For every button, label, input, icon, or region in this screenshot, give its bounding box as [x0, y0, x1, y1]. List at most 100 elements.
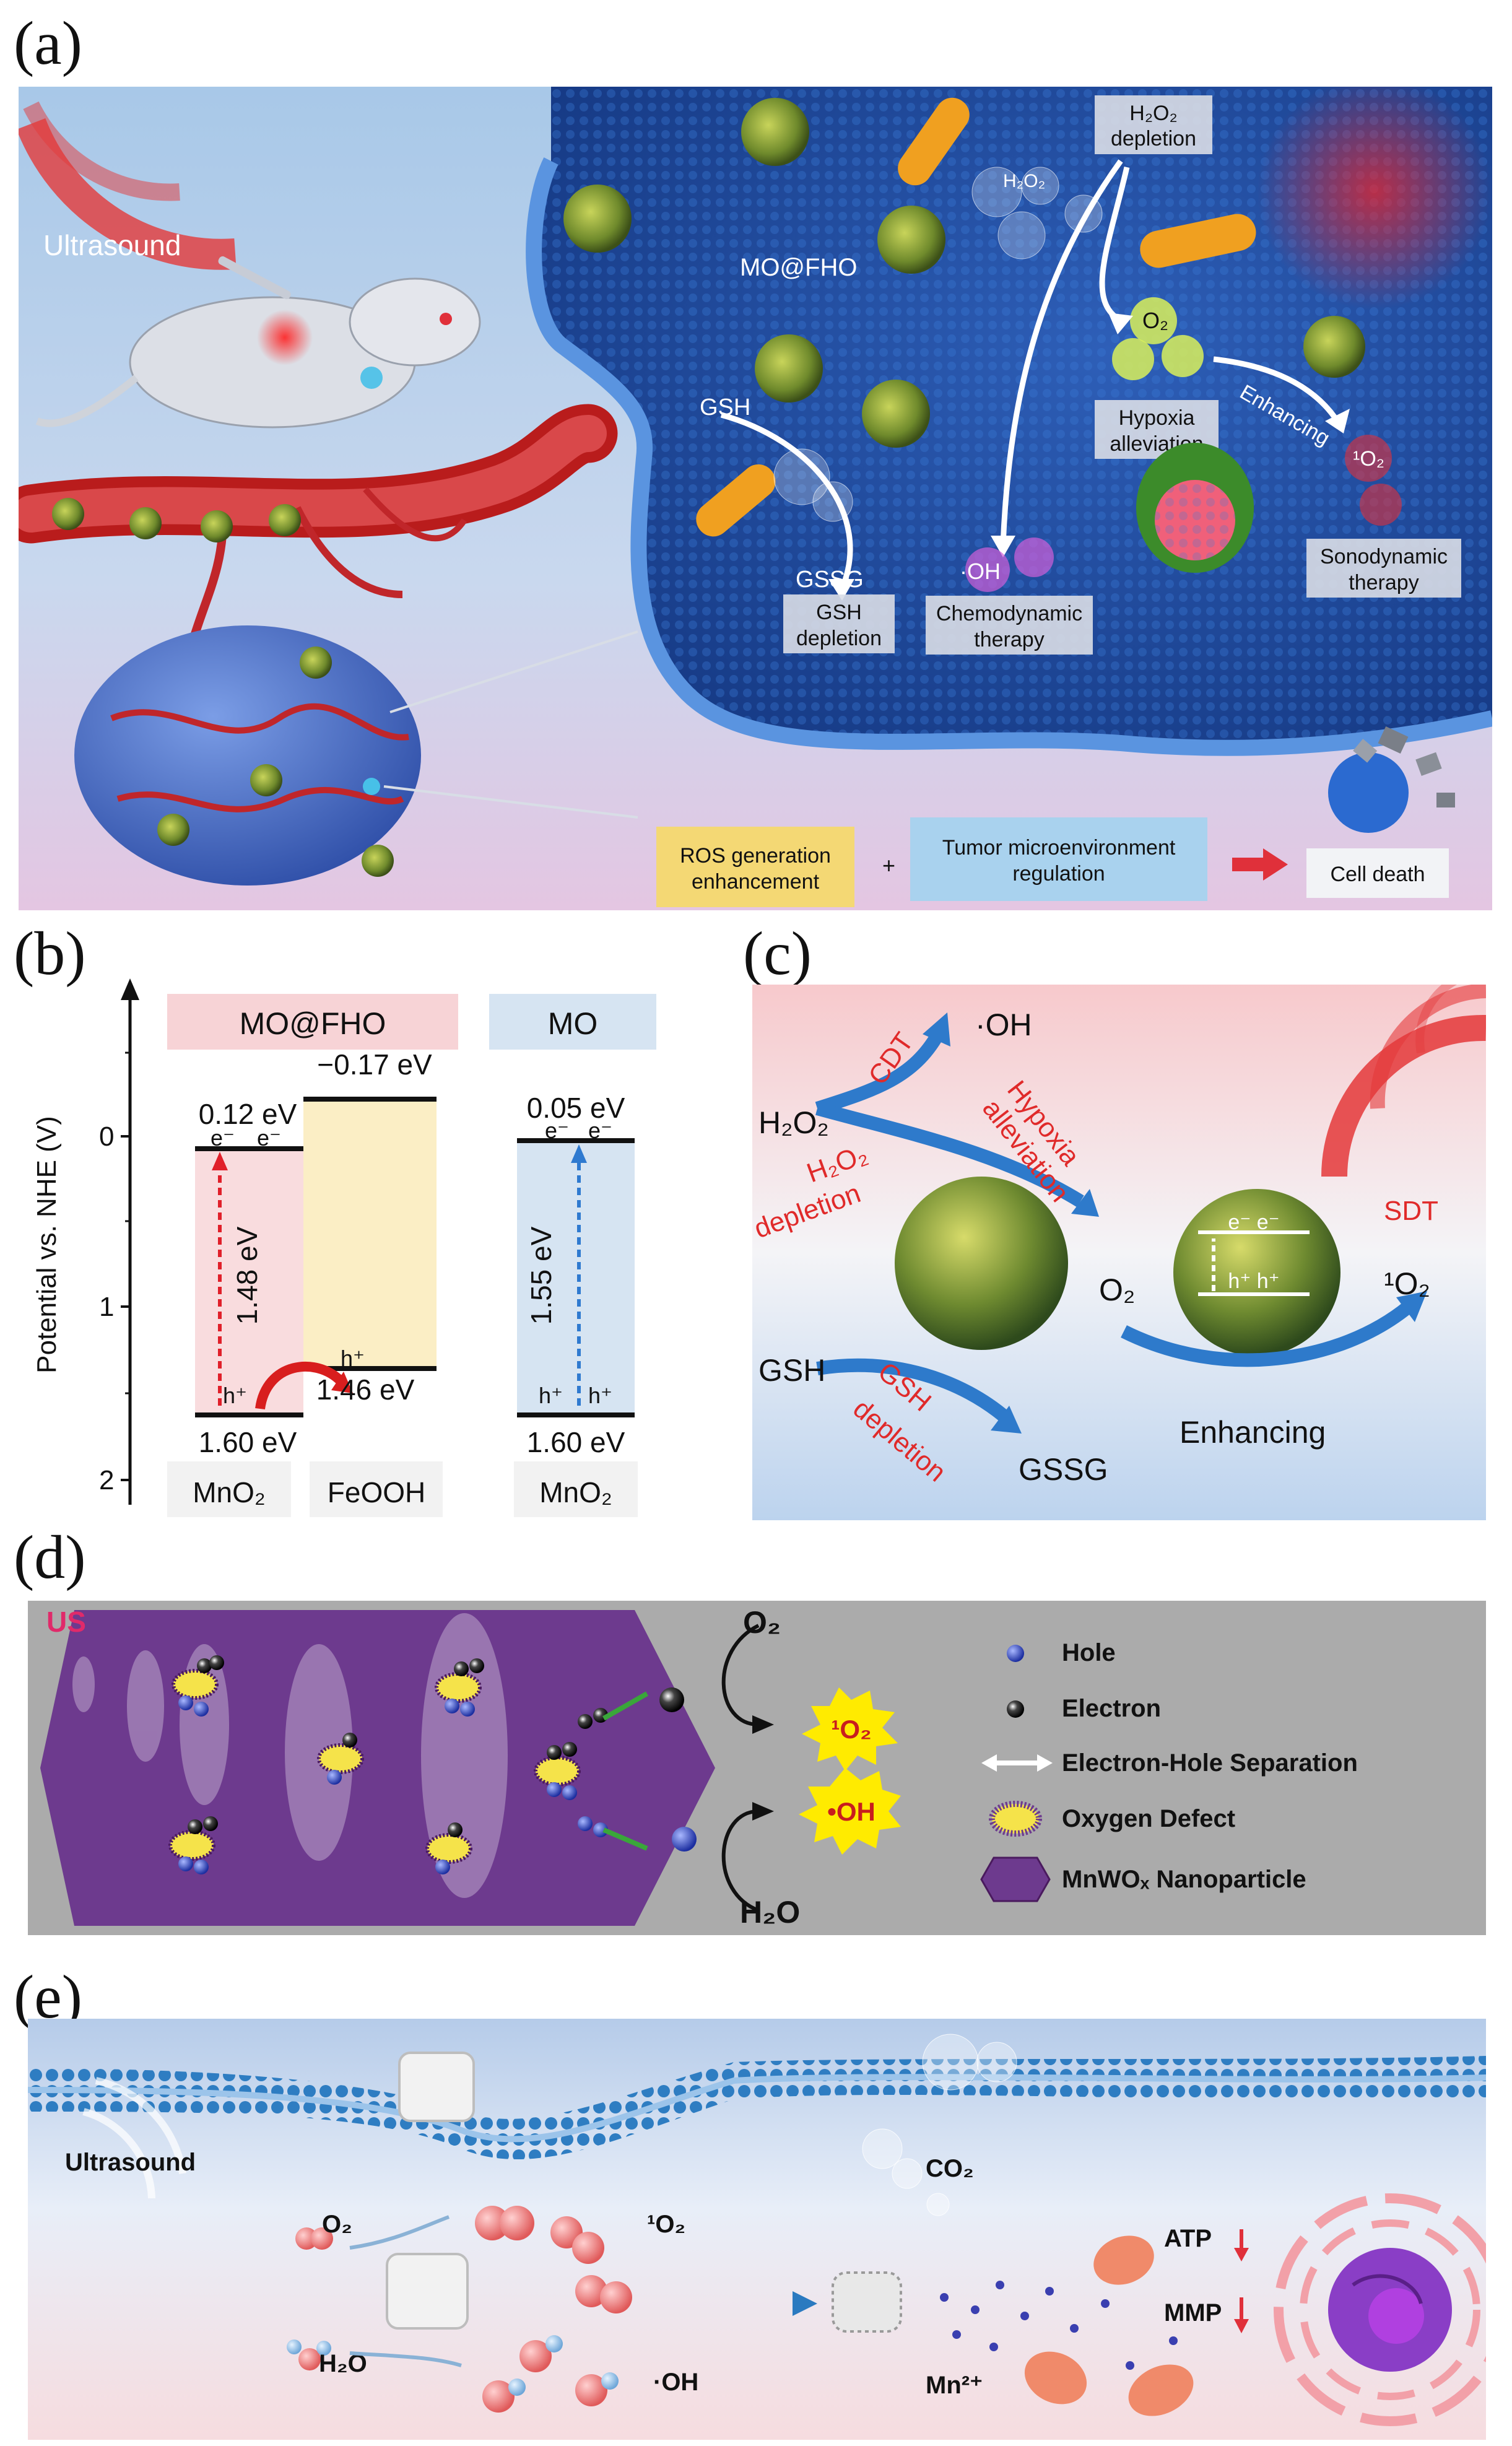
- gssg-label: GSSG: [796, 567, 864, 593]
- material-mno2-1: MnO₂: [193, 1476, 266, 1508]
- panel-label-b: (b): [14, 919, 86, 988]
- panel-c: e⁻ e⁻ h⁺ h⁺ ·OH H₂O₂ CDT Hypoxia allevia…: [752, 985, 1486, 1520]
- o2-spheres: [1112, 297, 1204, 380]
- us-label: US: [46, 1606, 86, 1638]
- singlet-o2-spheres: [1345, 435, 1402, 526]
- e-o2-molecule: [295, 2227, 333, 2250]
- hydroxyl-spheres: [965, 538, 1054, 592]
- np-electrons: e⁻ e⁻: [1228, 1211, 1279, 1234]
- electron-mofho-2: e⁻: [257, 1125, 281, 1151]
- np-holes: h⁺ h⁺: [1228, 1269, 1279, 1293]
- panel-label-a: (a): [14, 9, 82, 77]
- singlet-o2-label: ¹O₂: [1384, 1266, 1430, 1301]
- legend-hole-icon: [1007, 1645, 1024, 1662]
- d-h2o-label: H₂O: [740, 1895, 800, 1930]
- protein-nanoparticle: [1136, 443, 1254, 573]
- mno2-vb-value: 1.60 eV: [199, 1426, 297, 1458]
- e-atp-label: ATP: [1164, 2225, 1212, 2252]
- panel-label-e: (e): [14, 1962, 82, 2031]
- gsh-label: GSH: [700, 394, 750, 420]
- e-dying-cell: [1274, 2193, 1486, 2426]
- e-down-arrows: [1234, 2229, 1249, 2333]
- feooh-cb-value: −0.17 eV: [317, 1048, 432, 1081]
- panel-d: US O₂ H₂O ¹O₂ •OH Hol: [28, 1601, 1486, 1935]
- ultrasound-waves: [19, 101, 237, 270]
- oh-label: ·OH: [975, 1008, 1032, 1042]
- legend-electron: Electron: [1062, 1695, 1161, 1722]
- feooh-band-region: [303, 1099, 437, 1369]
- e-mn-label: Mn²⁺: [926, 2372, 983, 2399]
- svg-text:Hypoxia: Hypoxia: [1119, 406, 1195, 430]
- svg-text:Sonodynamic: Sonodynamic: [1320, 545, 1448, 568]
- svg-text:therapy: therapy: [974, 628, 1044, 651]
- singlet-burst: [802, 1687, 898, 1771]
- o2-reaction-curve: [721, 1624, 760, 1726]
- legend-electron-icon: [1007, 1700, 1024, 1718]
- panel-b: 0 1 2 Potential vs. NHE (V) MO@FHO MO 0.…: [19, 966, 718, 1523]
- feooh-vb-value: 1.46 eV: [316, 1373, 415, 1406]
- svg-text:Cell death: Cell death: [1330, 863, 1425, 886]
- cell-nanoparticles: [563, 98, 1365, 448]
- y-tick-0: 0: [99, 1121, 114, 1152]
- mo-vb-value: 1.60 eV: [527, 1426, 625, 1458]
- e-singlet-label: ¹O₂: [647, 2211, 685, 2238]
- svg-text:enhancement: enhancement: [692, 870, 820, 894]
- cube-particle-membrane: [398, 2052, 475, 2122]
- svg-text:Tumor microenvironment: Tumor microenvironment: [942, 836, 1176, 860]
- cell-death-box: Cell death: [1306, 848, 1449, 898]
- hole-mo-1: h⁺: [539, 1383, 563, 1408]
- e-ultrasound-label: Ultrasound: [65, 2149, 196, 2176]
- pathway-arrows: [720, 159, 1340, 590]
- mouse-illustration: [35, 256, 481, 429]
- dying-cell-illustration: [1328, 726, 1455, 833]
- mechanism-diagram-e: Ultrasound CO₂ O₂ H₂O ¹O₂ ·OH: [28, 2019, 1486, 2440]
- svg-text:regulation: regulation: [1012, 862, 1105, 886]
- h2o2-bubble-label: H₂O₂: [1003, 171, 1045, 191]
- mo-band-region: [517, 1141, 635, 1415]
- o2-label: O₂: [1142, 308, 1168, 333]
- gsh-label: GSH: [758, 1353, 825, 1388]
- hole-mo-2: h⁺: [588, 1383, 612, 1408]
- legend-defect: Oxygen Defect: [1062, 1805, 1235, 1832]
- hydroxyl-burst: [799, 1768, 901, 1855]
- hydroxyl-spheres: [482, 2335, 619, 2413]
- band-diagram: 0 1 2 Potential vs. NHE (V) MO@FHO MO 0.…: [32, 978, 656, 1517]
- d-o2-label: O₂: [743, 1605, 781, 1640]
- svg-text:Chemodynamic: Chemodynamic: [936, 602, 1082, 625]
- h2o2-depletion-box: H₂O₂ depletion: [1095, 95, 1212, 154]
- y-tick-1: 1: [99, 1292, 114, 1322]
- header-mofho: MO@FHO: [240, 1006, 386, 1041]
- h2o2-label: H₂O₂: [758, 1105, 829, 1140]
- cell-membrane: [526, 87, 1492, 756]
- e-o2-label: O₂: [322, 2211, 352, 2238]
- electron-mo-1: e⁻: [545, 1118, 569, 1143]
- panel-e: Ultrasound CO₂ O₂ H₂O ¹O₂ ·OH: [28, 2019, 1486, 2440]
- nanoparticle-left: [895, 1177, 1068, 1350]
- migration-arrows: [602, 1691, 648, 1851]
- hole-mofho: h⁺: [223, 1383, 247, 1408]
- material-mno2-2: MnO₂: [539, 1476, 612, 1508]
- arrow-heads: [828, 313, 1350, 601]
- degraded-particle: [832, 2271, 902, 2333]
- enhancing-label: Enhancing: [1180, 1415, 1326, 1450]
- y-tick-2: 2: [99, 1465, 114, 1495]
- y-axis-label: Potential vs. NHE (V): [32, 1116, 62, 1373]
- mechanism-diagram-d: US O₂ H₂O ¹O₂ •OH Hol: [28, 1601, 1486, 1935]
- gssg-label: GSSG: [1019, 1452, 1108, 1487]
- cube-particle-center: [386, 2253, 469, 2330]
- e-h2o-molecule: [287, 2339, 331, 2370]
- gap-mo: 1.55 eV: [525, 1226, 557, 1325]
- e-membrane: [28, 2056, 1486, 2160]
- red-arrow: [1232, 848, 1288, 881]
- sdt-label: SDT: [1384, 1196, 1438, 1226]
- header-mofho-bg: [167, 994, 458, 1050]
- legend-separation: Electron-Hole Separation: [1062, 1749, 1358, 1777]
- singlet-o2-label: ¹O₂: [1353, 447, 1384, 471]
- material-feooh: FeOOH: [328, 1476, 425, 1508]
- panel-a: Ultrasound: [19, 87, 1492, 910]
- panel-label-d: (d): [14, 1523, 86, 1591]
- legend: Hole Electron Electron-Hole Separation O…: [980, 1639, 1358, 1902]
- legend-hole: Hole: [1062, 1639, 1116, 1666]
- d-singlet-label: ¹O₂: [831, 1715, 871, 1744]
- tme-box: Tumor microenvironment regulation: [910, 817, 1207, 901]
